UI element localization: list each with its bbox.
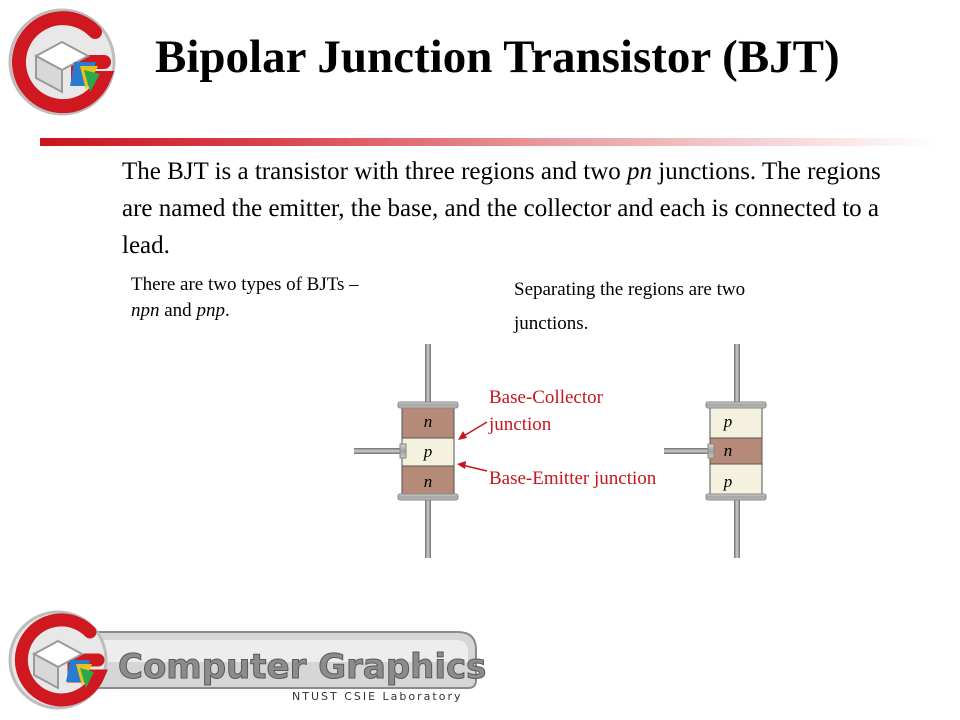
pnp-bottom-contact	[705, 493, 767, 501]
note-bjt-types: There are two types of BJTs – npn and pn…	[131, 272, 391, 324]
npn-base-lead	[354, 448, 402, 454]
npn-top-contact	[397, 401, 459, 409]
computer-graphics-logo: Computer Graphics NTUST CSIE Laboratory	[8, 610, 487, 710]
pnp-region-letter: n	[724, 441, 733, 460]
pnp-emitter-lead	[734, 498, 740, 558]
note-left-npn: npn	[131, 300, 160, 321]
pnp-collector-region	[709, 403, 763, 439]
npn-base-contact	[399, 443, 407, 459]
base-collector-arrow	[461, 421, 488, 438]
pnp-emitter-region	[709, 463, 763, 499]
base-emitter-arrow	[461, 464, 488, 472]
base-collector-label: Base-Collector junction	[489, 387, 603, 435]
npn-region-letter: p	[423, 442, 433, 461]
pnp-base-region	[709, 437, 763, 465]
slide-title: Bipolar Junction Transistor (BJT)	[155, 31, 840, 83]
note-left-and: and	[159, 300, 197, 321]
pnp-region-letter: p	[723, 472, 733, 491]
note-left-text: There are two types of BJTs –	[131, 274, 359, 295]
npn-region-letter: n	[424, 472, 433, 491]
lab-logo-icon	[8, 8, 116, 116]
pnp-collector-lead	[734, 344, 740, 406]
npn-emitter-lead	[425, 498, 431, 558]
pnp-base-lead	[664, 448, 712, 454]
pnp-transistor: p n p	[664, 344, 767, 558]
logo-text: Computer Graphics	[118, 647, 486, 687]
logo-subtitle: NTUST CSIE Laboratory	[292, 690, 462, 703]
npn-region-letter: n	[424, 412, 433, 431]
pnp-top-contact	[705, 401, 767, 409]
body-text-pn: pn	[627, 158, 653, 185]
pnp-base-contact	[707, 443, 715, 459]
body-text-part1: The BJT is a transistor with three regio…	[122, 158, 628, 185]
npn-collector-lead	[425, 344, 431, 406]
pnp-region-letter: p	[723, 412, 733, 431]
title-divider	[40, 138, 940, 146]
npn-bottom-contact	[397, 493, 459, 501]
note-left-period: .	[224, 300, 230, 321]
body-text-part2: junctions. The regions are named the emi…	[122, 158, 881, 259]
body-paragraph: The BJT is a transistor with three regio…	[122, 153, 882, 264]
junction-arrows	[457, 421, 488, 472]
base-emitter-label: Base-Emitter junction	[489, 468, 657, 489]
note-junctions: Separating the regions are two junctions…	[514, 279, 746, 334]
note-left-pnp: pnp	[196, 300, 225, 321]
npn-emitter-region	[401, 465, 455, 499]
npn-transistor: n p n	[354, 344, 459, 558]
